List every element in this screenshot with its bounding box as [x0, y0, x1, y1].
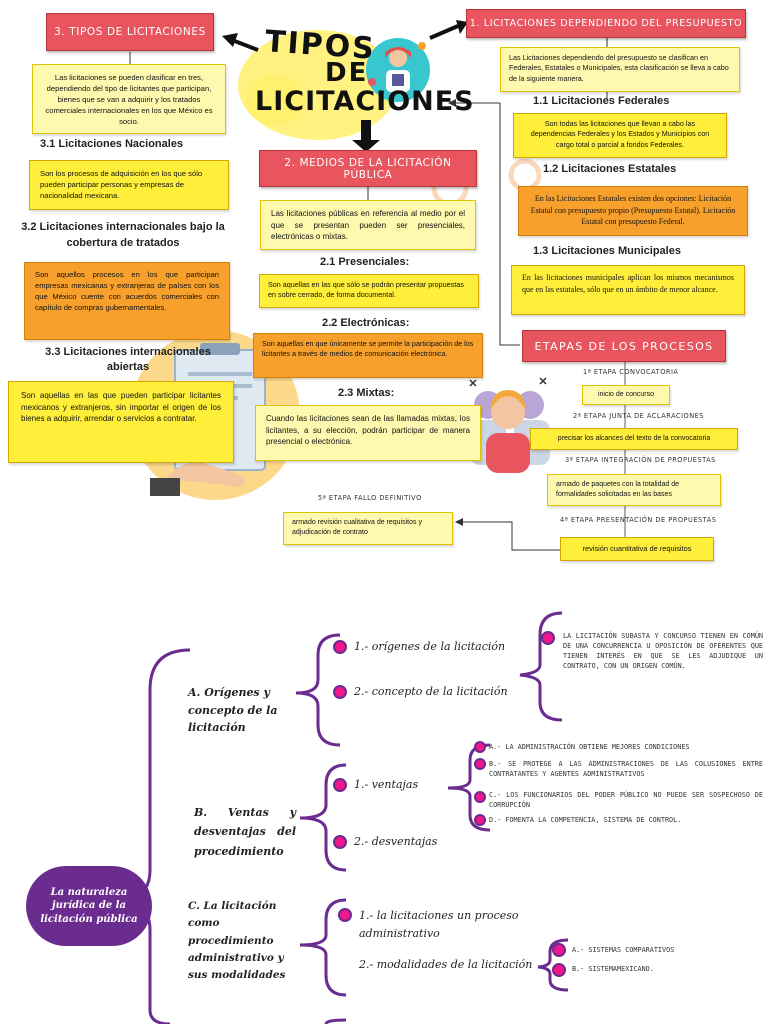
- sec3-s33-title: 3.3 Licitaciones internacionales abierta…: [45, 346, 211, 374]
- mindmap-b-item1-dot: [474, 741, 486, 753]
- sec3-s32-title: 3.2 Licitaciones internacionales bajo la…: [21, 221, 225, 249]
- mindmap-c-item1: A.- Sistemas comparativos: [572, 946, 675, 954]
- sec3-s32-text: Son aquellos procesos en los que partici…: [24, 262, 230, 340]
- mindmap-c1: 1.- la licitaciones un proceso administr…: [359, 909, 519, 941]
- sec2-s21-text: Son aquellas en las que sólo se podrán p…: [259, 274, 479, 308]
- title-block: TIPOS DE LICITACIONES: [255, 24, 474, 128]
- title-line2: DE: [325, 58, 369, 88]
- sec2-s22-text: Son aquellas en que únicamente se permit…: [253, 333, 483, 378]
- mindmap-c-item2: B.- Sistemamexicano.: [572, 965, 654, 973]
- sec2-header: 2. MEDIOS DE LA LICITACIÓN PÚBLICA: [259, 150, 477, 187]
- mindmap-b-item4-dot: [474, 814, 486, 826]
- title-line3: LICITACIONES: [255, 86, 475, 117]
- step5-label: 5ª ETAPA FALLO DEFINITIVO: [318, 494, 422, 502]
- mindmap-b-item1: A.- La administración obtiene mejores co…: [489, 743, 690, 751]
- mindmap-b2: 2.- desventajas: [354, 835, 438, 848]
- mindmap-a-detail-dot: [541, 631, 555, 645]
- step1-label: 1ª ETAPA CONVOCATORIA: [583, 368, 679, 376]
- step3-text: armado de paquetes con la totalidad de f…: [547, 474, 721, 506]
- mindmap-b-item4: D.- Fomenta la competencia, sistema de c…: [489, 816, 682, 824]
- sec3-s31-title: 3.1 Licitaciones Nacionales: [40, 138, 184, 150]
- sec1-s11-text: Son todas las licitaciones que llevan a …: [513, 113, 727, 158]
- mindmap-center-label: La naturaleza jurídica de la licitación …: [40, 886, 138, 925]
- mindmap-b-title: B. Ventas y desventajas del procedimient…: [194, 806, 296, 858]
- sec3-header: 3. TIPOS DE LICITACIONES: [46, 13, 214, 51]
- step5-text: armado revisión cualitativa de requisito…: [283, 512, 453, 545]
- sec2-s23-title: 2.3 Mixtas:: [338, 387, 395, 399]
- step4-text: revisión cuantitativa de requisitos: [560, 537, 714, 561]
- sec1-intro: Las Licitaciones dependiendo del presupu…: [500, 47, 740, 92]
- sec3-s31-text: Son los procesos de adquisición en los q…: [29, 160, 229, 210]
- sec1-s12-title: 1.2 Licitaciones Estatales: [543, 163, 677, 175]
- mindmap-a1-dot: [333, 640, 347, 654]
- step3-label: 3ª ETAPA INTEGRACIÓN DE PROPUESTAS: [565, 456, 716, 464]
- sec2-s23-text: Cuando las licitaciones sean de las llam…: [255, 405, 481, 461]
- mindmap-c-title: C. La licitación como procedimiento admi…: [188, 900, 286, 982]
- sec1-s11-title: 1.1 Licitaciones Federales: [533, 95, 670, 107]
- mindmap-a-title: A. Orígenes y concepto de la licitación: [188, 686, 278, 735]
- mindmap-c1-dot: [338, 908, 352, 922]
- mindmap-b-item3: C.- Los funcionarios del poder público n…: [489, 791, 763, 809]
- sec2-intro: Las licitaciones públicas en referencia …: [260, 200, 476, 250]
- mindmap-a2: 2.- concepto de la licitación: [354, 685, 508, 698]
- mindmap-center-node: La naturaleza jurídica de la licitación …: [26, 866, 152, 946]
- step2-label: 2ª ETAPA JUNTA DE ACLARACIONES: [573, 412, 704, 420]
- step1-text: inicio de concurso: [582, 385, 670, 405]
- mindmap-b1-dot: [333, 778, 347, 792]
- sec2-s21-title: 2.1 Presenciales:: [320, 256, 410, 268]
- sec1-header: 1. LICITACIONES DEPENDIENDO DEL PRESUPUE…: [466, 9, 746, 38]
- sec1-s13-title: 1.3 Licitaciones Municipales: [533, 245, 681, 257]
- mindmap-b-item2-dot: [474, 758, 486, 770]
- sec3-s33-text: Son aquellas en las que pueden participa…: [8, 381, 234, 463]
- mindmap-c-item2-dot: [552, 963, 566, 977]
- etapas-header: ETAPAS DE LOS PROCESOS: [522, 330, 726, 362]
- step2-text: precisar los alcances del texto de la co…: [530, 428, 738, 450]
- sec1-s12-text: En las Licitaciones Estatales existen do…: [518, 186, 748, 236]
- mindmap-b2-dot: [333, 835, 347, 849]
- step4-label: 4ª ETAPA PRESENTACIÓN DE PROPUESTAS: [560, 516, 717, 524]
- mindmap-c2: 2.- modalidades de la licitación: [359, 958, 533, 971]
- mindmap-b-item2: B.- Se protege a las administraciones de…: [489, 760, 763, 778]
- mindmap-a1: 1.- orígenes de la licitación: [354, 640, 506, 653]
- mindmap-c-item1-dot: [552, 943, 566, 957]
- mindmap-b1: 1.- ventajas: [354, 778, 419, 791]
- sec3-intro: Las licitaciones se pueden clasificar en…: [32, 64, 226, 134]
- mindmap-a2-dot: [333, 685, 347, 699]
- mindmap-b-item3-dot: [474, 791, 486, 803]
- sec2-s22-title: 2.2 Electrónicas:: [322, 317, 410, 329]
- sec1-s13-text: En las licitaciones municipales aplican …: [511, 265, 745, 315]
- mindmap-a-detail: La licitación subasta y concurso tienen …: [563, 632, 763, 670]
